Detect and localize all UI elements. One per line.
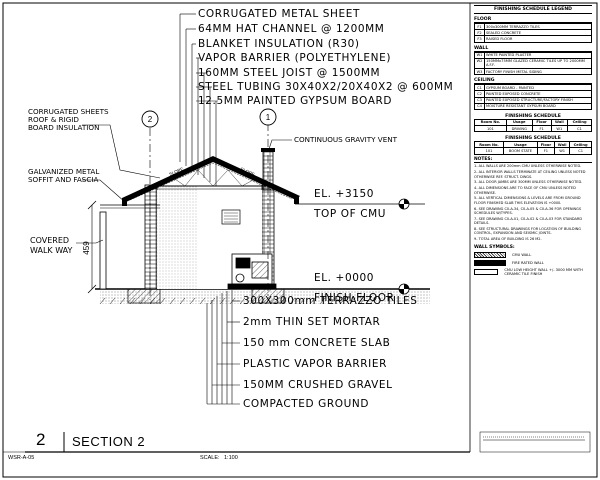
label-gravity-vent: CONTINUOUS GRAVITY VENT <box>294 135 398 144</box>
note-8: 8- SEE STRUCTURAL DRAWINGS FOR LOCATION … <box>474 227 581 236</box>
top-leaders <box>179 13 218 186</box>
elevation-top-name: TOP OF CMU <box>314 208 387 220</box>
elevation-floor-value: EL. +0000 <box>314 272 375 284</box>
section-title: SECTION 2 <box>72 434 146 449</box>
legend-wall-heading: WALL <box>474 46 592 52</box>
left-leaders <box>76 124 292 244</box>
label-soffit-fascia: GALVANIZED METAL SOFFIT AND FASCIA <box>28 167 100 184</box>
note-4: 4- ALL DIMENSIONS ARE TO FACE OF CMU UNL… <box>474 186 576 195</box>
scale-value: 1:100 <box>224 455 238 461</box>
fire-wall-swatch <box>474 259 506 266</box>
grid-bubble-1 <box>259 108 277 126</box>
slope-label-left: SLOPE <box>168 166 184 177</box>
label-roof-sheets: CORRUGATED SHEETS ROOF & RIGID BOARD INS… <box>28 107 109 132</box>
left-cmu-wall <box>144 184 158 290</box>
scale-label: SCALE: <box>200 455 220 461</box>
note-5: 5- ALL VERTICAL DIMENSIONS & LEVELS ARE … <box>474 196 581 205</box>
wall-symbol-fire: FIRE RATED WALL <box>512 260 544 265</box>
label-plastic-vapor-barrier: PLASTIC VAPOR BARRIER <box>243 358 387 370</box>
label-crushed-gravel: 150MM CRUSHED GRAVEL <box>243 379 393 391</box>
section-number: 2 <box>36 430 46 449</box>
grid-bubble-1-text: 1 <box>266 113 271 122</box>
label-thin-set-mortar: 2mm THIN SET MORTAR <box>243 316 381 328</box>
elevation-floor-name: FINISH FLOOR <box>314 292 395 304</box>
label-terrazzo-tiles: 300X300mm TERRAZZO TILES <box>243 295 418 307</box>
title-block: 2 SECTION 2 WSR-A-05 SCALE: 1:100 <box>8 426 468 466</box>
notes-block: NOTES: 1- ALL WALLS ARE 200mm CMU UNLESS… <box>474 157 592 242</box>
elevation-floor-marker <box>280 283 425 295</box>
wall-symbols-heading: WALL SYMBOLS: <box>474 244 515 250</box>
schedule-1-title: FINISHING SCHEDULE <box>505 113 561 119</box>
legend-floor-heading: FLOOR <box>474 17 592 23</box>
sheet-number: WSR-A-05 <box>8 455 35 461</box>
stamp-box <box>479 431 591 453</box>
label-blanket-insulation: BLANKET INSULATION (R30) <box>198 38 360 50</box>
note-3: 3- ALL DOOR JAMBS ARE 300MM UNLESS OTHER… <box>474 180 583 185</box>
label-compacted-ground: COMPACTED GROUND <box>243 398 370 410</box>
bottom-leaders <box>206 290 240 405</box>
label-concrete-slab: 150 mm CONCRETE SLAB <box>243 337 391 349</box>
note-6: 6- SEE DRAWING C0-A-34, C0-A-05 & C0-A-3… <box>474 206 582 216</box>
label-covered-walkway: COVERED WALK WAY <box>30 236 73 255</box>
legend-title: FINISHING SCHEDULE LEGEND <box>474 5 592 14</box>
wall-symbols: WALL SYMBOLS: CMU WALL FIRE RATED WALL C… <box>474 245 592 276</box>
grid-bubble-2-text: 2 <box>148 115 153 124</box>
left-footing <box>127 288 161 304</box>
label-steel-tubing: STEEL TUBING 30X40X2/20X40X2 @ 600MM <box>198 81 454 93</box>
slope-label-right: SLOPE <box>240 166 256 177</box>
legend-ceiling-heading: CEILING <box>474 78 592 85</box>
note-1: 1- ALL WALLS ARE 200mm CMU UNLESS OTHERW… <box>474 164 582 169</box>
wall-symbol-low: CMU LOW HEIGHT WALL +/- 3000 MM WITH CER… <box>504 267 583 276</box>
fascia-left <box>122 198 127 206</box>
notes-heading: NOTES: <box>474 157 592 164</box>
generator-equipment <box>227 253 277 290</box>
note-9: 9- TOTAL AREA OF BUILDING IS 26 M2. <box>474 237 542 242</box>
wall-symbol-cmu: CMU WALL <box>512 252 532 257</box>
schedule-2-title: FINISHING SCHEDULE <box>505 136 561 142</box>
label-hat-channel: 64MM HAT CHANNEL @ 1200MM <box>198 23 385 35</box>
label-vapor-barrier: VAPOR BARRIER (POLYETHYLENE) <box>198 52 392 64</box>
note-7: 7- SEE DRAWING C0-A-01, C0-A-02 & C0-A-0… <box>474 216 583 226</box>
roof-trusses <box>159 169 256 187</box>
elevation-top-marker <box>295 198 425 210</box>
walkway-post <box>99 211 107 290</box>
low-wall-swatch <box>474 268 499 275</box>
elevation-top-value: EL. +3150 <box>314 188 375 200</box>
cmu-wall-swatch <box>474 251 506 258</box>
grid-bubble-2 <box>141 110 159 128</box>
label-steel-joist: 160MM STEEL JOIST @ 1500MM <box>198 67 381 79</box>
dimension-text: 459 <box>82 241 91 255</box>
label-gypsum-board: 12.5MM PAINTED GYPSUM BOARD <box>198 95 393 107</box>
vent-grill <box>221 209 241 225</box>
label-corrugated-metal-sheet: CORRUGATED METAL SHEET <box>198 8 360 20</box>
interior-shading <box>157 186 197 289</box>
note-2: 2- ALL INTERIOR WALLS TERMINATE AT CEILI… <box>474 170 586 179</box>
fascia-right <box>294 196 299 204</box>
